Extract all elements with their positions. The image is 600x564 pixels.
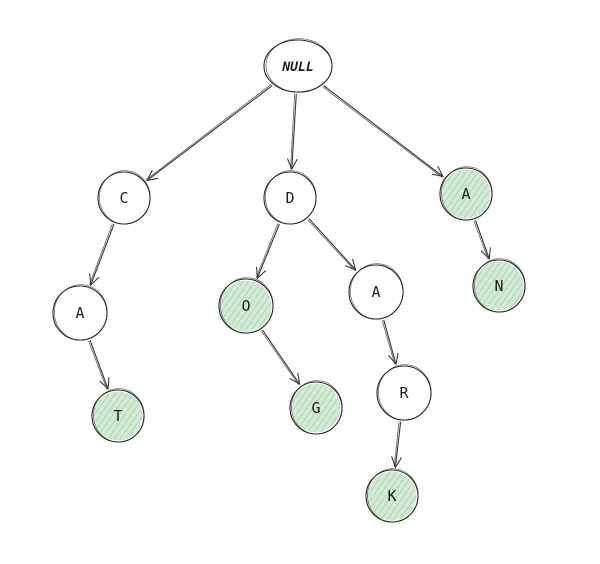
node-label: T	[113, 407, 122, 425]
terminal-node-t1: T	[91, 388, 145, 443]
edge-root-a3	[322, 85, 444, 178]
arrowhead	[388, 352, 399, 366]
root-label: NULL	[281, 60, 313, 75]
arrowhead	[287, 158, 298, 171]
node-a1: A	[52, 284, 108, 341]
arrowhead	[431, 166, 444, 178]
arrowhead	[146, 170, 159, 182]
edge-root-d1	[287, 93, 298, 171]
edge-d1-a2	[307, 218, 357, 271]
node-r1: R	[376, 364, 432, 421]
edge-a1-t1	[88, 340, 110, 390]
node-label: O	[241, 297, 250, 315]
node-label: G	[311, 399, 320, 417]
edge-r1-k1	[391, 421, 402, 469]
node-label: K	[387, 487, 396, 505]
edge-c1-a1	[89, 223, 115, 287]
node-label: A	[75, 304, 84, 322]
root-node: NULL	[263, 38, 333, 93]
node-label: D	[285, 189, 294, 207]
arrowhead	[391, 456, 402, 469]
node-a2: A	[348, 263, 404, 320]
terminal-node-n1: N	[472, 258, 526, 313]
node-label: N	[494, 277, 503, 295]
terminal-node-g1: G	[289, 380, 343, 435]
node-d1: D	[263, 170, 317, 225]
edge-o1-g1	[260, 329, 301, 386]
edge-a3-n1	[473, 220, 491, 260]
edge-root-c1	[146, 83, 273, 182]
edge-a2-r1	[381, 319, 399, 366]
node-label: A	[371, 283, 380, 301]
edges-layer	[88, 83, 491, 469]
arrowhead	[99, 377, 110, 390]
edge-d1-o1	[255, 223, 280, 280]
arrowhead	[344, 258, 357, 271]
node-label: A	[461, 185, 470, 203]
arrowhead	[289, 372, 301, 386]
node-label: C	[119, 189, 128, 207]
arrowhead	[89, 273, 100, 287]
node-label: R	[399, 384, 409, 402]
arrowhead	[256, 266, 267, 280]
terminal-node-k1: K	[365, 468, 419, 523]
node-c1: C	[97, 170, 151, 225]
terminal-node-o1: O	[218, 277, 274, 334]
arrowhead	[480, 247, 491, 260]
nodes-layer: NULL C A T D O G A R K A N	[52, 38, 526, 523]
terminal-node-a3: A	[439, 166, 493, 221]
